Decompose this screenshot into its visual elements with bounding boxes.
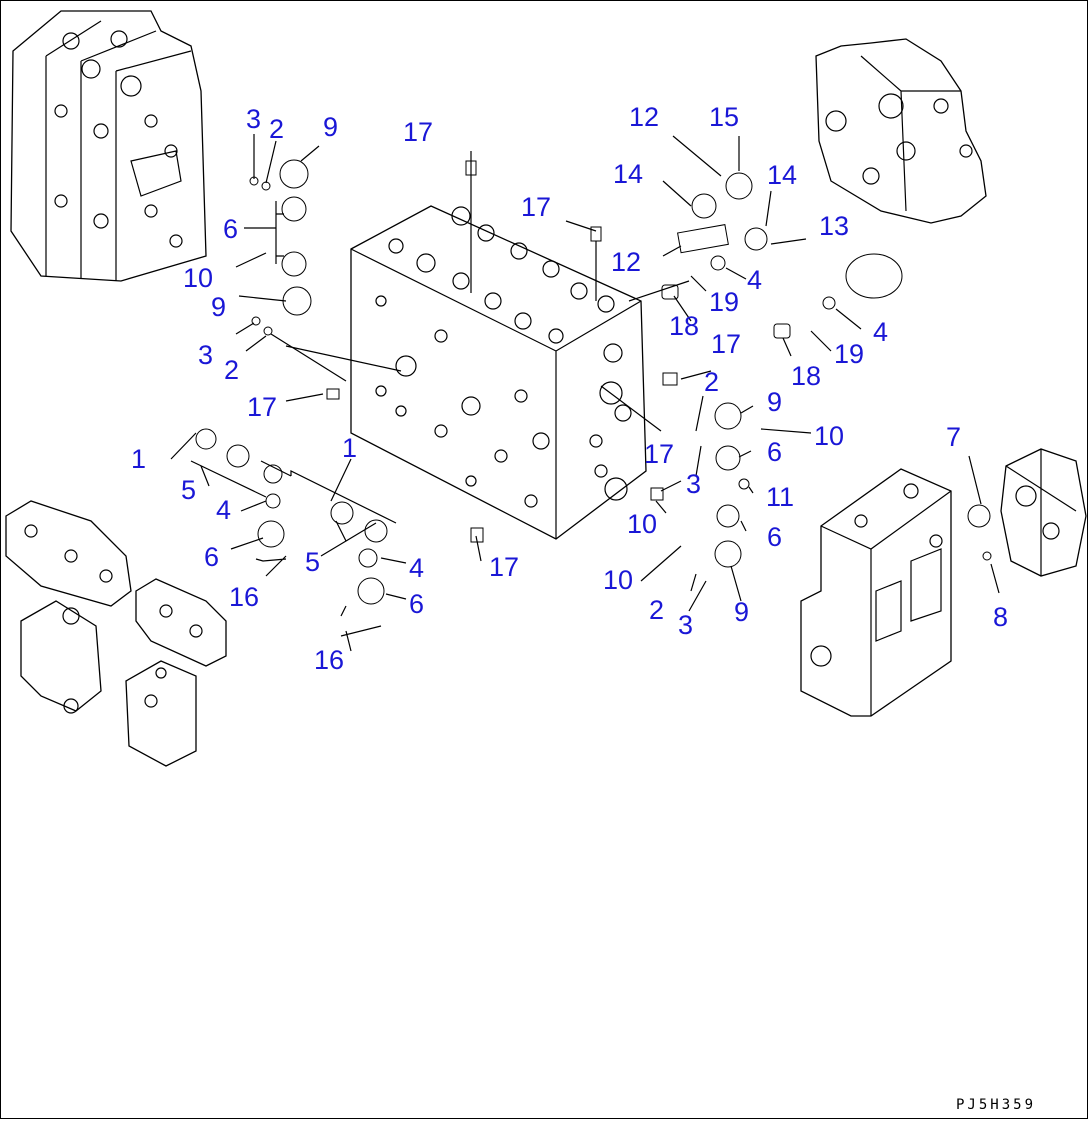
callout-1-b: 1 (342, 433, 357, 463)
drawing-code: PJ5H359 (956, 1097, 1036, 1113)
callout-4-b: 4 (873, 317, 888, 347)
valve-assembly-thumbnail-top-left (10, 10, 207, 282)
seal-and-o-ring-parts (195, 159, 992, 605)
callout-2-b: 2 (224, 355, 239, 385)
callout-10-b: 10 (814, 421, 844, 451)
valve-assembly-thumbnail-top-right (815, 38, 987, 224)
callout-12-b: 12 (611, 247, 641, 277)
valve-section-block-bottom-right (800, 468, 952, 717)
callout-13: 13 (819, 211, 849, 241)
callout-19-b: 19 (834, 339, 864, 369)
callout-14-b: 14 (767, 160, 797, 190)
callout-3-a: 3 (246, 104, 261, 134)
callout-10-c: 10 (627, 509, 657, 539)
callout-16-a: 16 (229, 582, 259, 612)
cover-parts-cluster-left (5, 500, 227, 767)
callout-9-a: 9 (323, 112, 338, 142)
callout-17-d: 17 (711, 329, 741, 359)
callout-17-c: 17 (521, 192, 551, 222)
callout-9-d: 9 (734, 597, 749, 627)
callout-14-a: 14 (613, 159, 643, 189)
callout-5-a: 5 (181, 475, 196, 505)
callout-labels: 3 2 9 6 10 9 3 2 17 17 17 12 15 14 14 13… (131, 102, 1008, 675)
callout-18-b: 18 (791, 361, 821, 391)
callout-19-a: 19 (709, 287, 739, 317)
callout-15: 15 (709, 102, 739, 132)
callout-9-b: 9 (211, 292, 226, 322)
callout-5-b: 5 (305, 547, 320, 577)
callout-12-a: 12 (629, 102, 659, 132)
main-valve-body (350, 205, 647, 540)
callout-6-b: 6 (767, 437, 782, 467)
callout-2-c: 2 (704, 367, 719, 397)
callout-6-a: 6 (223, 214, 238, 244)
callout-4-c: 4 (216, 495, 231, 525)
callout-10-d: 10 (603, 565, 633, 595)
callout-3-b: 3 (198, 340, 213, 370)
callout-6-e: 6 (409, 589, 424, 619)
callout-17-f: 17 (489, 552, 519, 582)
callout-17-b: 17 (403, 117, 433, 147)
leader-lines (170, 134, 1000, 652)
callout-2-d: 2 (649, 595, 664, 625)
callout-11: 11 (766, 482, 794, 512)
callout-17-e: 17 (644, 439, 674, 469)
callout-2-a: 2 (269, 114, 284, 144)
callout-6-c: 6 (767, 522, 782, 552)
valve-assembly-thumbnail-right (1000, 448, 1087, 577)
callout-8: 8 (993, 602, 1008, 632)
callout-3-c: 3 (686, 469, 701, 499)
callout-3-d: 3 (678, 610, 693, 640)
callout-1-a: 1 (131, 444, 146, 474)
callout-6-d: 6 (204, 542, 219, 572)
callout-9-c: 9 (767, 387, 782, 417)
callout-18-a: 18 (669, 311, 699, 341)
callout-17-a: 17 (247, 392, 277, 422)
callout-7: 7 (946, 422, 961, 452)
callout-4-d: 4 (409, 553, 424, 583)
callout-4-a: 4 (747, 265, 762, 295)
callout-16-b: 16 (314, 645, 344, 675)
callout-10-a: 10 (183, 263, 213, 293)
